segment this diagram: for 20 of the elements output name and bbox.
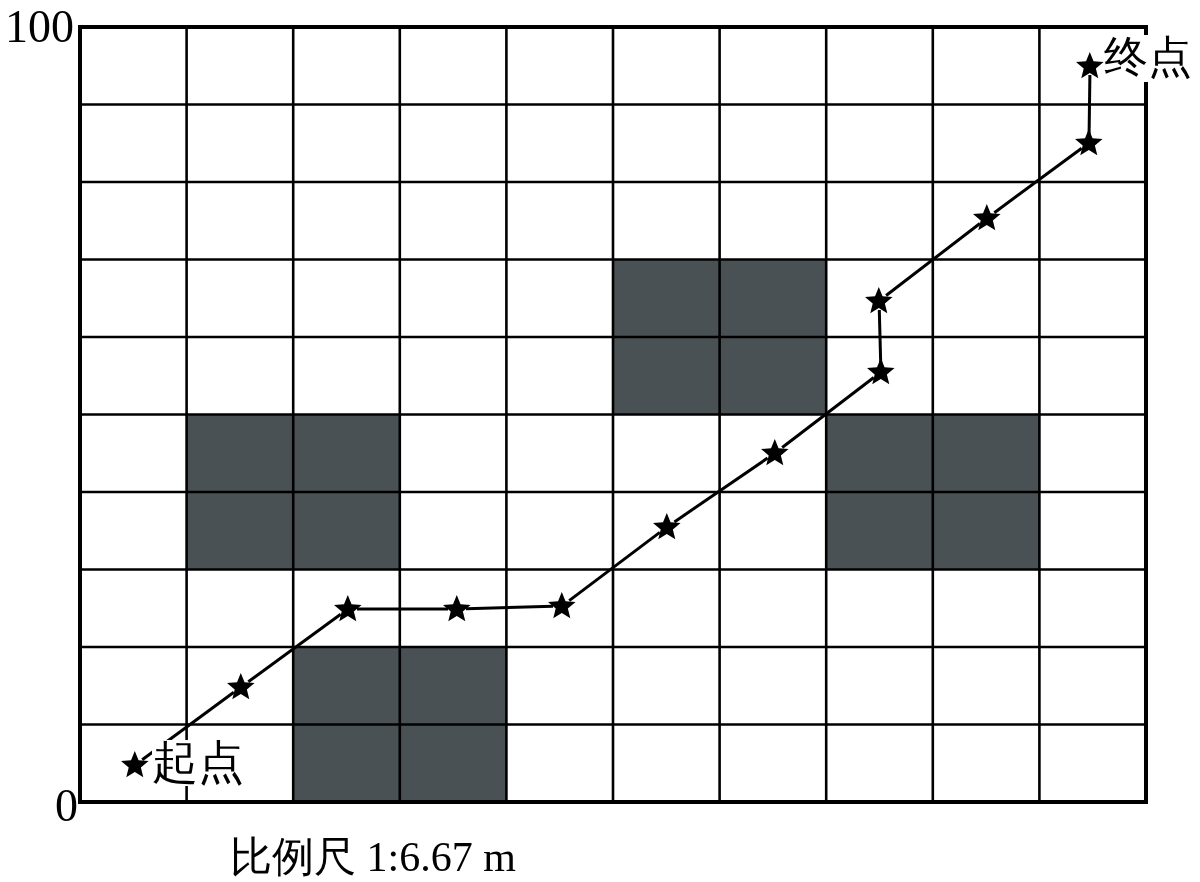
star-icon [227,672,255,699]
path-line [568,531,661,602]
axis-tick-label: 0 [55,783,78,829]
star-icon [121,750,149,777]
star-icon [548,591,576,618]
point-label: 终点 [1104,36,1192,80]
path-line [465,604,554,611]
star-icon [1075,128,1103,155]
path-line [141,691,235,761]
star-icon [443,594,471,621]
star-icon [334,594,362,621]
scale-note: 比例尺 1:6.67 m [230,836,516,878]
star-icon [973,203,1001,230]
path-line [247,613,342,683]
point-label: 起点 [152,740,244,786]
path-line [357,607,448,611]
star-icon [1076,51,1104,78]
axis-tick-label: 100 [5,4,74,50]
path-line [1087,74,1092,135]
path-line [993,147,1083,214]
